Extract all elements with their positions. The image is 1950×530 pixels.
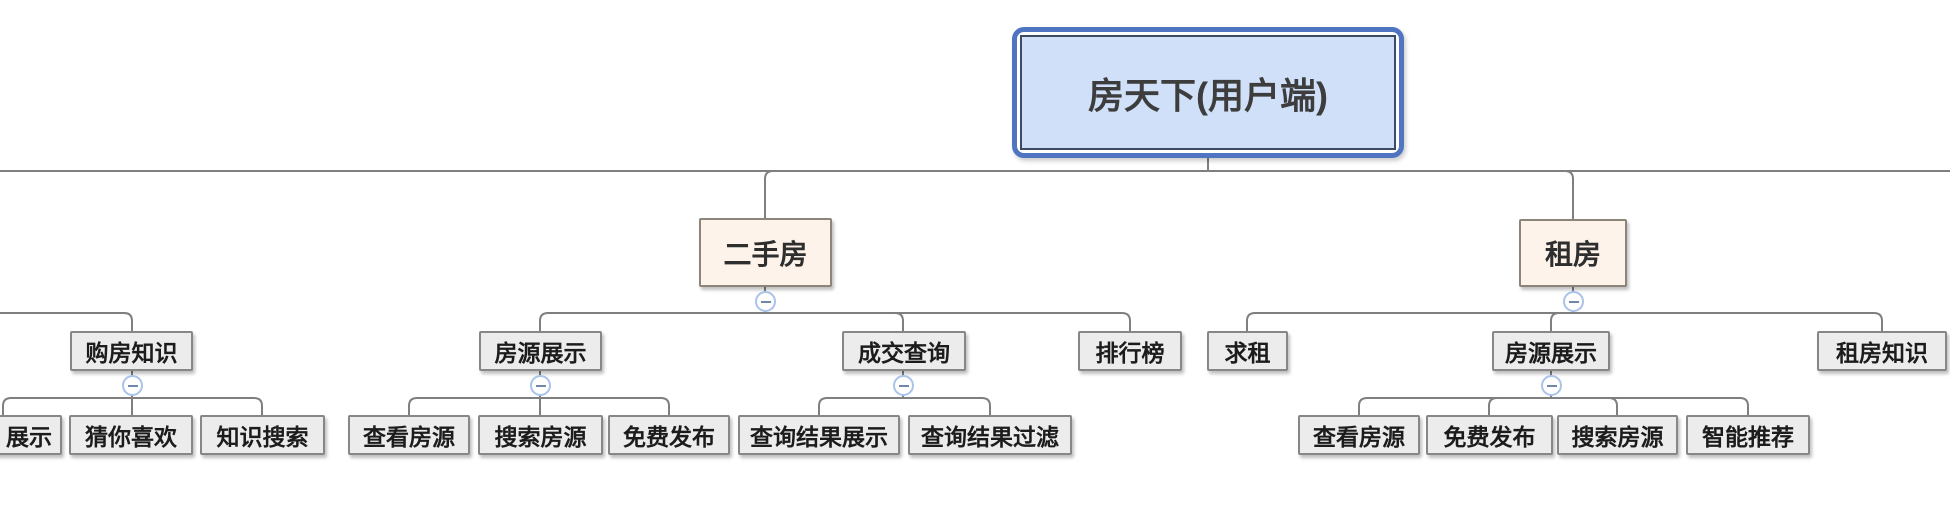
connector-to-view-listings-left (408, 397, 540, 415)
node-ranking[interactable]: 排行榜 (1078, 331, 1182, 371)
collapse-minus-icon-deal-query[interactable] (893, 375, 914, 396)
node-query-result-display[interactable]: 查询结果展示 (738, 415, 900, 455)
node-query-result-filter[interactable]: 查询结果过滤 (908, 415, 1072, 455)
node-free-publish-left[interactable]: 免费发布 (608, 415, 730, 455)
connector-to-search-listings-right (1551, 397, 1618, 415)
node-view-listings-right[interactable]: 查看房源 (1298, 415, 1420, 455)
node-deal-query[interactable]: 成交查询 (842, 331, 966, 371)
node-guess-you-like[interactable]: 猜你喜欢 (69, 415, 193, 455)
branch-rent-house[interactable]: 租房 (1519, 219, 1627, 287)
connector-root-to-rent (1208, 170, 1574, 219)
collapse-minus-icon-rent[interactable] (1563, 291, 1584, 312)
node-free-publish-right[interactable]: 免费发布 (1426, 415, 1553, 455)
collapse-minus-icon-buy-knowledge[interactable] (122, 375, 143, 396)
node-listing-display-right[interactable]: 房源展示 (1492, 331, 1610, 371)
root-topic-label: 房天下(用户端) (1020, 35, 1396, 150)
connector-rent-to-rent-knowledge (1573, 312, 1883, 331)
connector-second-hand-to-deal-query (765, 312, 904, 331)
minus-icon (127, 384, 138, 387)
connector-to-query-result-display (818, 397, 903, 415)
root-topic[interactable]: 房天下(用户端) (1012, 27, 1404, 158)
connector-buy-knowledge-to-display (2, 397, 132, 415)
connector-to-free-publish-right (1488, 397, 1551, 415)
minus-icon (1568, 300, 1579, 303)
connector-second-hand-to-listing-display (539, 312, 765, 331)
connector-to-query-result-filter (903, 397, 991, 415)
connector-rent-to-rent-seeking (1246, 312, 1573, 331)
node-knowledge-search[interactable]: 知识搜索 (200, 415, 325, 455)
connector-root-to-second-hand (764, 170, 1208, 218)
connector-offscreen-to-buy-knowledge (0, 312, 133, 331)
node-house-buying-knowledge[interactable]: 购房知识 (70, 331, 193, 371)
connector-to-smart-recommend (1551, 397, 1749, 415)
connector-buy-knowledge-to-knowledge-search (132, 397, 263, 415)
node-search-listings-right[interactable]: 搜索房源 (1557, 415, 1678, 455)
node-rent-knowledge[interactable]: 租房知识 (1817, 331, 1947, 371)
minus-icon (535, 384, 546, 387)
collapse-minus-icon-second-hand[interactable] (755, 291, 776, 312)
minus-icon (898, 384, 909, 387)
node-smart-recommend[interactable]: 智能推荐 (1686, 415, 1810, 455)
connector-to-view-listings-right (1358, 397, 1551, 415)
connector-second-hand-to-ranking (765, 312, 1131, 331)
node-view-listings-left[interactable]: 查看房源 (348, 415, 470, 455)
collapse-minus-icon-listing-display-right[interactable] (1541, 375, 1562, 396)
minus-icon (1546, 384, 1557, 387)
connector-rent-to-listing-display (1550, 312, 1573, 331)
branch-second-hand-house[interactable]: 二手房 (699, 218, 832, 287)
connector-to-free-publish-left (540, 397, 670, 415)
node-rent-seeking[interactable]: 求租 (1207, 331, 1288, 371)
minus-icon (760, 300, 771, 303)
collapse-minus-icon-listing-display-left[interactable] (530, 375, 551, 396)
node-search-listings-left[interactable]: 搜索房源 (478, 415, 603, 455)
node-listing-display-left[interactable]: 房源展示 (479, 331, 602, 371)
node-display-clipped[interactable]: 展示 (0, 415, 62, 455)
